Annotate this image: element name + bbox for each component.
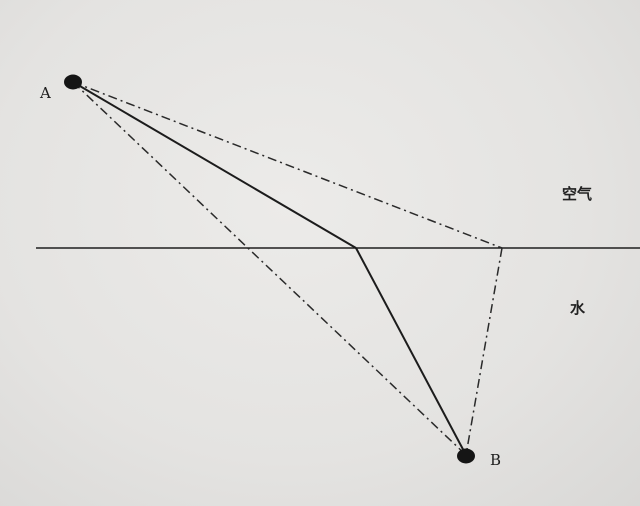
point-b-marker: [457, 448, 475, 464]
direct-path-line: [72, 81, 467, 456]
alternative-path-air: [72, 81, 503, 249]
upper-medium-label: 空气: [562, 185, 592, 203]
incident-ray: [72, 81, 357, 249]
lower-medium-label: 水: [570, 299, 586, 317]
point-b-label: B: [490, 451, 501, 469]
refracted-ray: [355, 247, 467, 456]
point-a-label: A: [39, 84, 51, 102]
alternative-path-water: [465, 247, 503, 456]
point-a-marker: [64, 74, 82, 90]
